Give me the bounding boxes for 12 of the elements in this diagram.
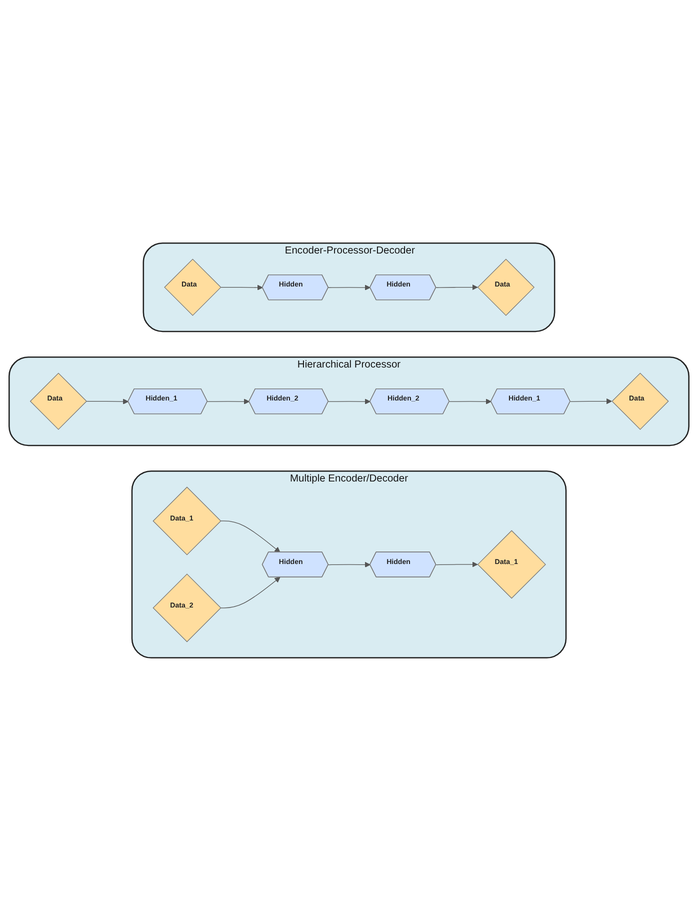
arrow xyxy=(220,520,280,552)
arrow xyxy=(436,561,478,567)
arrow xyxy=(328,561,370,568)
arrow xyxy=(220,576,280,608)
arrow xyxy=(436,284,478,290)
arrow xyxy=(449,398,492,404)
arrow xyxy=(570,398,612,404)
arrow xyxy=(220,284,263,290)
arrow xyxy=(207,398,250,404)
arrow xyxy=(86,398,128,404)
arrow xyxy=(328,284,370,290)
arrow xyxy=(328,398,370,404)
